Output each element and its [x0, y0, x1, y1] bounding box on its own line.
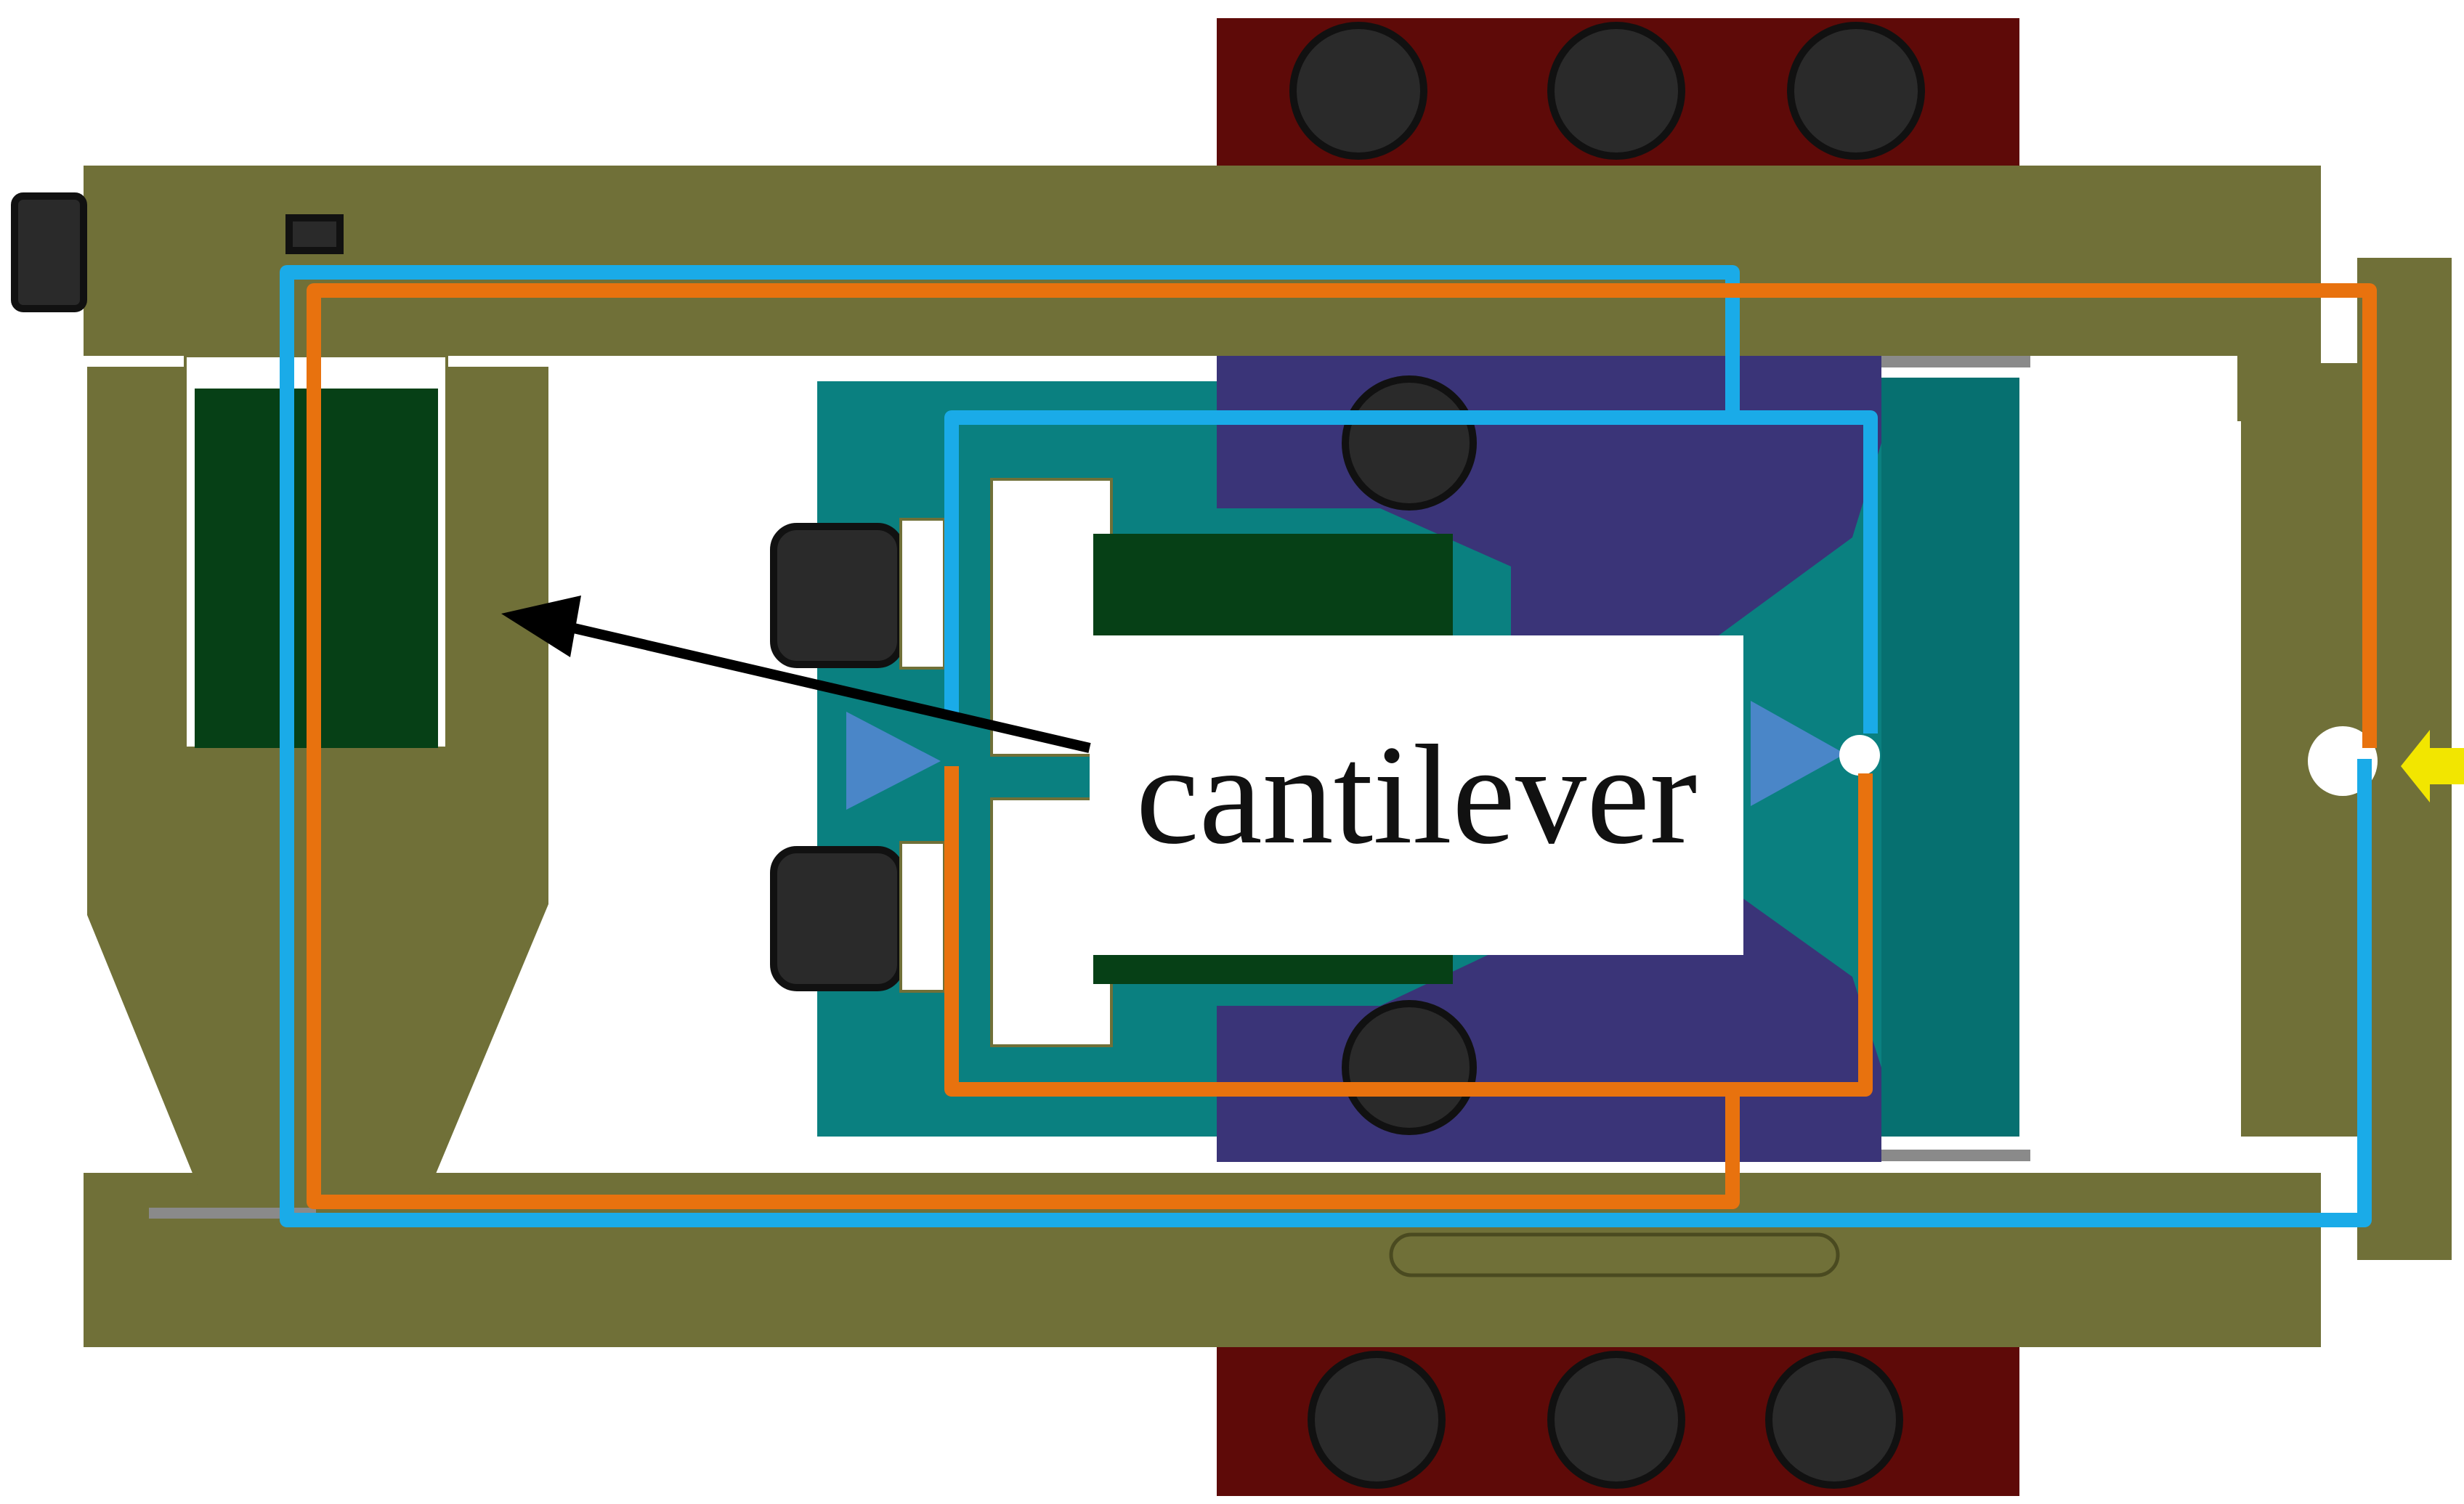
pointer-arrow: [501, 595, 1091, 753]
load-paths: [280, 265, 2377, 1227]
top-bolt-3: [1787, 22, 1925, 160]
central-body: [770, 356, 2378, 1162]
left-triangle-support: [846, 712, 941, 810]
pointer-arrow-shaft: [572, 623, 1091, 753]
label-box: [1090, 635, 1743, 955]
screw-2-holder: [899, 841, 946, 993]
top-screw-head: [11, 192, 87, 312]
teal-body-right: [1881, 378, 2019, 1137]
top-mounting-block: [1217, 18, 2019, 174]
bottom-mounting-block: [1217, 1336, 2019, 1496]
yellow-load-arrow: [2401, 730, 2464, 802]
frame-top-bar: [84, 166, 2321, 356]
cantilever-label: cantilever: [1136, 716, 1698, 874]
bottom-rod: [149, 1208, 316, 1219]
top-bolt-2: [1547, 22, 1685, 160]
bottom-slot: [1389, 1232, 1840, 1277]
screw-1-holder: [899, 518, 946, 670]
blue-path-inner: [1732, 410, 1878, 733]
blue-path-inner-left: [944, 410, 1732, 715]
left-cap-screw-2: [770, 846, 904, 991]
right-triangle-support: [1751, 701, 1845, 806]
top-small-block: [285, 214, 344, 254]
center-bolt-top: [1342, 375, 1477, 511]
pointer-arrowhead-icon: [501, 595, 581, 657]
right-pivot-hole: [1839, 735, 1880, 776]
left-cap-screw-1: [770, 523, 904, 668]
orange-path-loop: [307, 283, 2377, 1209]
orange-path-outer: [944, 766, 1873, 1097]
bottom-bolt-2: [1547, 1351, 1685, 1489]
bottom-bolt-1: [1308, 1351, 1446, 1489]
top-bolt-1: [1289, 22, 1427, 160]
center-bolt-bottom: [1342, 1000, 1477, 1135]
bottom-bolt-3: [1765, 1351, 1903, 1489]
